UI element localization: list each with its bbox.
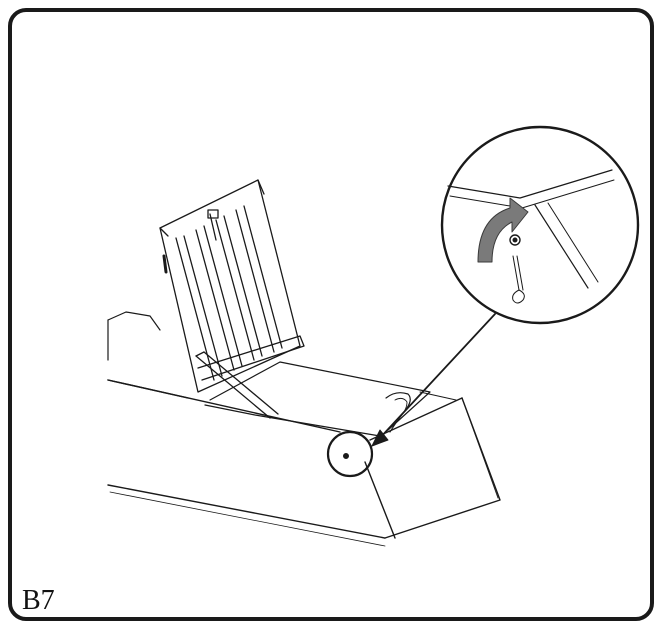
bolt-point — [343, 453, 349, 459]
leader-line — [377, 313, 496, 441]
cabinet-body — [107, 379, 501, 547]
detail-marker-circle — [326, 430, 374, 478]
rear-panel — [107, 311, 161, 361]
open-lid — [159, 179, 305, 393]
curved-arrow-icon — [477, 197, 529, 263]
diagram-frame — [8, 8, 654, 621]
step-label: B7 — [22, 585, 55, 616]
magnified-detail — [440, 125, 640, 325]
pointer-arrow-icon — [371, 429, 389, 447]
lid-strut — [195, 351, 279, 419]
